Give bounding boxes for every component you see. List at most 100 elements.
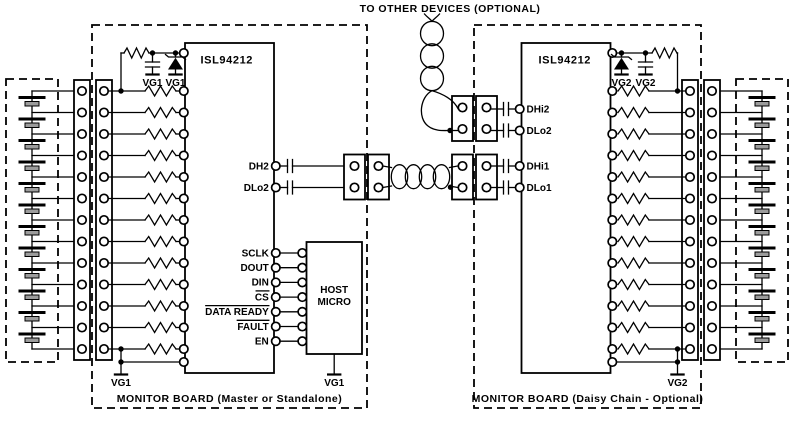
twisted-pair-loop — [390, 164, 409, 190]
connector-pin — [706, 85, 718, 97]
daisy-pin-label: DHi2 — [527, 104, 550, 115]
connector-pin — [481, 182, 492, 193]
ic-ground-pin — [607, 356, 618, 368]
twisted-pair-loop — [419, 43, 445, 69]
connector-pin — [76, 128, 88, 140]
battery-cell-short-plate — [24, 294, 40, 300]
ic-daisy-pin — [514, 103, 525, 115]
connector-pin — [98, 214, 110, 226]
connector-half — [475, 95, 498, 142]
connector-pin — [457, 123, 468, 135]
ic-ground-pin — [178, 356, 189, 368]
capacitor — [637, 61, 654, 68]
ic-cell-pin — [178, 322, 189, 333]
connector-pin — [373, 182, 384, 193]
connector-pin — [76, 107, 88, 118]
battery-cell-short-plate — [24, 187, 40, 193]
connector-pin — [706, 150, 718, 161]
battery-cell-short-plate — [754, 187, 770, 193]
ic-spi-pin — [270, 292, 281, 303]
battery-cell-short-plate — [754, 273, 770, 279]
zener-diode — [614, 57, 629, 70]
ic-outline — [184, 42, 275, 374]
resistor — [617, 213, 650, 227]
battery-cell-short-plate — [754, 101, 770, 107]
connector-pin — [98, 343, 110, 355]
connector-pin — [481, 102, 492, 113]
connector-pin — [706, 322, 718, 333]
connector-pin — [76, 279, 88, 290]
battery-cell-short-plate — [24, 273, 40, 279]
resistor — [617, 321, 650, 334]
ic-spi-pin — [270, 247, 281, 259]
ic-label: ISL94212 — [539, 55, 592, 67]
ic-cell-pin — [178, 214, 189, 226]
connector-pin — [706, 279, 718, 290]
host-spi-pin — [297, 277, 308, 288]
connector-pin — [98, 193, 110, 204]
resistor — [144, 213, 177, 227]
spi-signal-label: DOUT — [240, 263, 268, 274]
upper-daisy-connector-a — [451, 95, 474, 142]
connector-pin — [457, 182, 468, 193]
wire — [381, 185, 393, 189]
ic-cell-pin — [178, 257, 189, 269]
battery-cell-short-plate — [754, 144, 770, 150]
zener-cathode-bar — [610, 53, 633, 61]
resistor — [144, 192, 177, 205]
resistor — [617, 299, 650, 313]
resistor — [144, 278, 177, 291]
ic-cell-pin — [607, 343, 618, 355]
connector-pin — [684, 150, 696, 161]
resistor — [617, 235, 650, 248]
resistor — [144, 256, 177, 270]
daisy-pin-label: DH2 — [249, 161, 269, 172]
resistor — [617, 106, 650, 119]
left-battery-stack — [18, 90, 79, 350]
ground-label: VG2 — [635, 78, 655, 89]
ic-cell-pin — [178, 107, 189, 118]
connector-pin — [684, 193, 696, 204]
ic-spi-pin — [270, 262, 281, 273]
captions: TO OTHER DEVICES (OPTIONAL)MONITOR BOARD… — [117, 3, 704, 405]
right-battery-connector — [703, 79, 721, 361]
host-spi-pin — [297, 306, 308, 317]
battery-cell-short-plate — [24, 230, 40, 236]
daisy-pin-label: DLo2 — [244, 183, 269, 194]
ic-daisy-pin — [270, 160, 281, 172]
resistor — [617, 170, 650, 184]
connector-pin — [706, 128, 718, 140]
battery-cell-short-plate — [754, 337, 770, 343]
host-spi-pin — [297, 321, 308, 332]
battery-cell-short-plate — [24, 101, 40, 107]
connector-pin — [481, 123, 492, 135]
connector-pin — [76, 171, 88, 183]
battery-cell-short-plate — [24, 144, 40, 150]
connector-pin — [76, 236, 88, 247]
ic-cell-pin — [178, 343, 189, 355]
host-spi-pin — [297, 247, 308, 259]
battery-cell-short-plate — [754, 165, 770, 171]
connector-pin — [684, 300, 696, 312]
right-battery-outline — [735, 78, 789, 363]
ground-label: VG2 — [611, 78, 631, 89]
connector-pin — [706, 107, 718, 118]
twisted-pair-loop — [419, 20, 445, 47]
connector-pin — [98, 150, 110, 161]
resistor — [617, 342, 650, 356]
right-board-caption: MONITOR BOARD (Daisy Chain - Optional) — [472, 393, 704, 405]
mid-daisy-connector-a — [451, 153, 474, 201]
ic-cell-pin — [178, 171, 189, 183]
daisy-pin-label: DHi1 — [527, 161, 550, 172]
ic-cell-pin — [607, 171, 618, 183]
ic-cell-pin — [178, 236, 189, 247]
left-daisy-connector-b — [367, 153, 390, 201]
ground-label: VG2 — [667, 378, 687, 389]
left-battery-connector — [73, 79, 91, 361]
spi-signal-label: DATA READY — [205, 307, 269, 318]
